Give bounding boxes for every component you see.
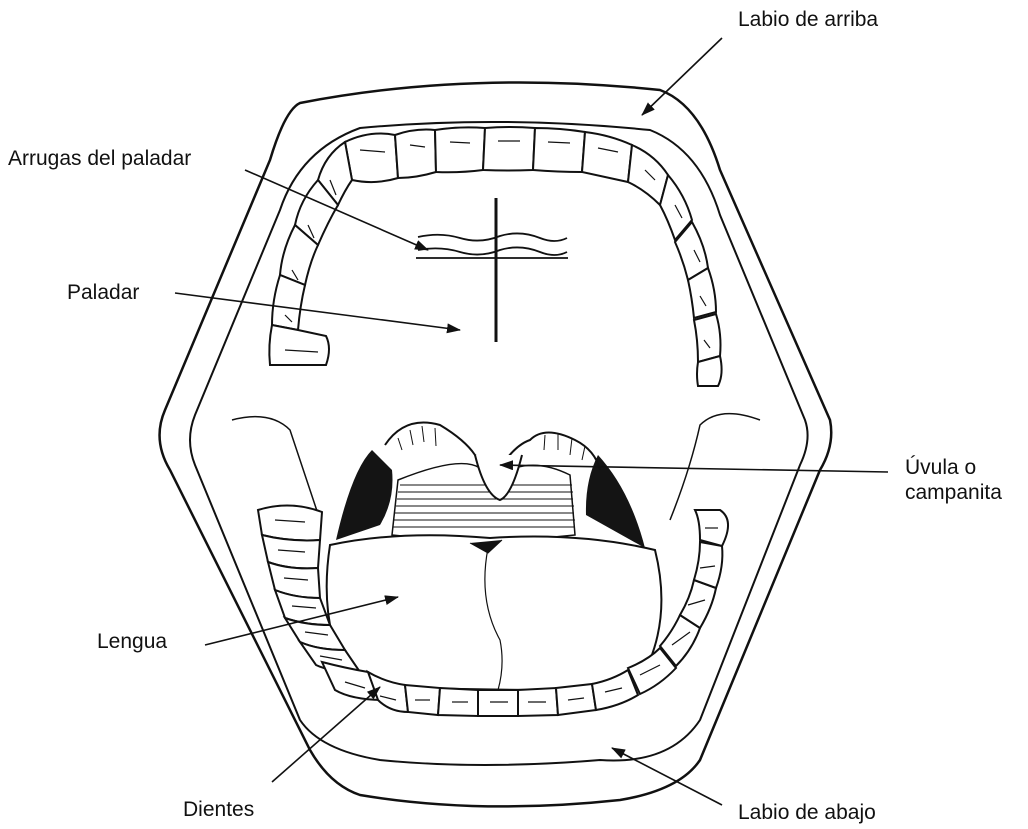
label-upper-lip: Labio de arriba	[738, 7, 878, 32]
arrow-lower-lip	[612, 748, 722, 805]
label-uvula: Úvula o campanita	[905, 455, 1002, 505]
label-uvula-line2: campanita	[905, 480, 1002, 505]
tongue	[327, 535, 662, 690]
label-lower-lip: Labio de abajo	[738, 800, 876, 825]
label-palate: Paladar	[67, 280, 139, 305]
label-teeth: Dientes	[183, 797, 254, 822]
arch-hatch	[398, 426, 585, 460]
label-tongue: Lengua	[97, 629, 167, 654]
left-tonsil-shadow	[336, 450, 393, 540]
palate-rugae	[416, 233, 568, 258]
label-palate-rugae: Arrugas del paladar	[8, 146, 191, 171]
right-tonsil-shadow	[586, 455, 645, 548]
arrow-palate	[175, 293, 460, 330]
label-uvula-line1: Úvula o	[905, 455, 1002, 480]
arrow-teeth	[272, 687, 380, 782]
